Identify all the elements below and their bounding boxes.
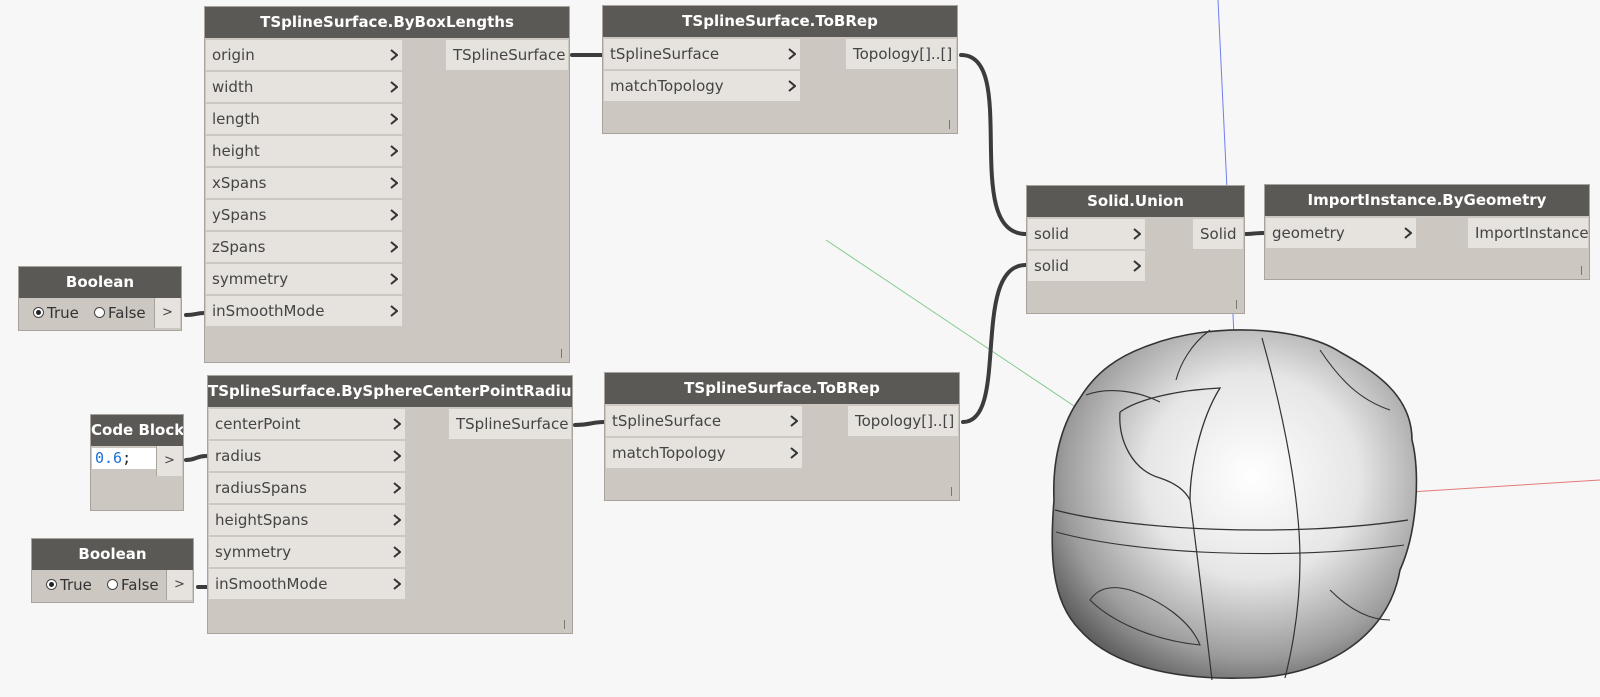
node-title: Code Block <box>91 415 183 446</box>
resize-handle[interactable] <box>951 487 952 496</box>
wire-sphere-to-tobrep2 <box>573 420 606 427</box>
input-port-matchtopology[interactable]: matchTopology <box>606 438 802 468</box>
chevron-right-icon <box>390 40 398 70</box>
chevron-right-icon <box>390 232 398 262</box>
node-solid-union[interactable]: Solid.Union solid solid Solid <box>1026 185 1245 314</box>
input-port-zspans[interactable]: zSpans <box>206 232 402 262</box>
input-port-insmoothmode[interactable]: inSmoothMode <box>206 296 402 326</box>
node-boolean-2[interactable]: Boolean True False > <box>31 538 194 603</box>
node-title: TSplineSurface.ByBoxLengths <box>205 7 569 38</box>
chevron-right-icon <box>393 505 401 535</box>
resize-handle[interactable] <box>949 120 950 129</box>
chevron-right-icon <box>1404 218 1412 248</box>
resize-handle[interactable] <box>1581 266 1582 275</box>
input-port-solid-2[interactable]: solid <box>1028 251 1145 281</box>
resize-handle[interactable] <box>1236 300 1237 309</box>
radio-selected-icon <box>33 307 44 318</box>
radio-true[interactable]: True <box>46 570 92 600</box>
y-axis <box>825 239 1081 411</box>
radio-unselected-icon <box>94 307 105 318</box>
chevron-right-icon <box>788 39 796 69</box>
input-port-radius[interactable]: radius <box>209 441 405 471</box>
chevron-right-icon <box>390 296 398 326</box>
wire-union-to-import <box>1244 231 1266 236</box>
chevron-right-icon <box>790 406 798 436</box>
output-port-topology[interactable]: Topology[]..[] <box>846 39 956 69</box>
input-port-radiusspans[interactable]: radiusSpans <box>209 473 405 503</box>
node-title: TSplineSurface.BySphereCenterPointRadius <box>208 376 572 407</box>
output-port-importinstance[interactable]: ImportInstance <box>1468 218 1589 248</box>
node-tspline-by-box-lengths[interactable]: TSplineSurface.ByBoxLengths origin width… <box>204 6 570 363</box>
tspline-sphere-geometry <box>1051 329 1418 681</box>
chevron-right-icon <box>393 441 401 471</box>
chevron-right-icon <box>390 168 398 198</box>
radio-selected-icon <box>46 579 57 590</box>
node-title: TSplineSurface.ToBRep <box>605 373 959 404</box>
chevron-right-icon <box>390 72 398 102</box>
wire-tobrep2-to-union-solid2 <box>961 263 1028 424</box>
output-port-boolean[interactable]: > <box>166 570 192 600</box>
node-title: Boolean <box>19 267 181 298</box>
resize-handle[interactable] <box>564 620 565 629</box>
chevron-right-icon <box>788 71 796 101</box>
wire-tobrep1-to-union-solid1 <box>959 53 1028 236</box>
node-code-block[interactable]: Code Block 0.6; > <box>90 414 184 511</box>
radio-true[interactable]: True <box>33 298 79 328</box>
wire-codeblock-to-radius <box>184 454 208 462</box>
chevron-right-icon <box>790 438 798 468</box>
input-port-heightspans[interactable]: heightSpans <box>209 505 405 535</box>
chevron-right-icon <box>390 104 398 134</box>
code-editor[interactable]: 0.6; <box>92 448 156 469</box>
input-port-width[interactable]: width <box>206 72 402 102</box>
input-port-matchtopology[interactable]: matchTopology <box>604 71 800 101</box>
chevron-right-icon <box>1133 219 1141 249</box>
node-title: TSplineSurface.ToBRep <box>603 6 957 37</box>
chevron-right-icon <box>393 537 401 567</box>
node-boolean-1[interactable]: Boolean True False > <box>18 266 182 331</box>
input-port-symmetry[interactable]: symmetry <box>209 537 405 567</box>
node-title: Solid.Union <box>1027 186 1244 217</box>
output-port-topology[interactable]: Topology[]..[] <box>848 406 958 436</box>
chevron-right-icon <box>393 569 401 599</box>
input-port-insmoothmode[interactable]: inSmoothMode <box>209 569 405 599</box>
output-port-tsplinesurface[interactable]: TSplineSurface <box>446 40 568 70</box>
input-port-symmetry[interactable]: symmetry <box>206 264 402 294</box>
node-tspline-to-brep-2[interactable]: TSplineSurface.ToBRep tSplineSurface mat… <box>604 372 960 501</box>
input-port-origin[interactable]: origin <box>206 40 402 70</box>
chevron-right-icon <box>393 409 401 439</box>
node-title: ImportInstance.ByGeometry <box>1265 185 1589 216</box>
input-port-tsplinesurface[interactable]: tSplineSurface <box>606 406 802 436</box>
input-port-geometry[interactable]: geometry <box>1266 218 1416 248</box>
radio-false[interactable]: False <box>94 298 146 328</box>
chevron-right-icon <box>1133 251 1141 281</box>
input-port-height[interactable]: height <box>206 136 402 166</box>
radio-unselected-icon <box>107 579 118 590</box>
output-port-code[interactable]: > <box>156 446 182 476</box>
wires <box>184 53 1266 589</box>
node-tspline-by-sphere[interactable]: TSplineSurface.BySphereCenterPointRadius… <box>207 375 573 634</box>
radio-false[interactable]: False <box>107 570 159 600</box>
chevron-right-icon <box>390 264 398 294</box>
output-port-boolean[interactable]: > <box>154 298 180 328</box>
input-port-xspans[interactable]: xSpans <box>206 168 402 198</box>
wire-bool1-to-insmoothmode <box>184 311 206 317</box>
x-axis <box>1409 479 1600 493</box>
input-port-centerpoint[interactable]: centerPoint <box>209 409 405 439</box>
input-port-solid-1[interactable]: solid <box>1028 219 1145 249</box>
input-port-length[interactable]: length <box>206 104 402 134</box>
node-title: Boolean <box>32 539 193 570</box>
node-tspline-to-brep-1[interactable]: TSplineSurface.ToBRep tSplineSurface mat… <box>602 5 958 134</box>
node-import-instance-by-geometry[interactable]: ImportInstance.ByGeometry geometry Impor… <box>1264 184 1590 280</box>
chevron-right-icon <box>390 200 398 230</box>
chevron-right-icon <box>390 136 398 166</box>
input-port-yspans[interactable]: ySpans <box>206 200 402 230</box>
input-port-tsplinesurface[interactable]: tSplineSurface <box>604 39 800 69</box>
resize-handle[interactable] <box>561 349 562 358</box>
chevron-right-icon <box>393 473 401 503</box>
output-port-solid[interactable]: Solid <box>1193 219 1243 249</box>
output-port-tsplinesurface[interactable]: TSplineSurface <box>449 409 571 439</box>
